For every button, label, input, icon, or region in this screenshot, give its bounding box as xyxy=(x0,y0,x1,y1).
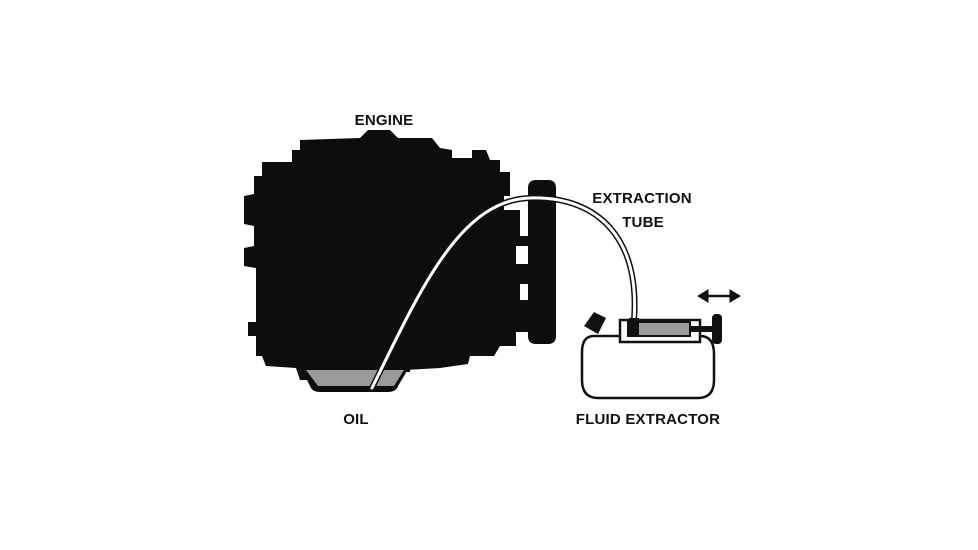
engine-label: ENGINE xyxy=(355,112,414,129)
fluid-extractor xyxy=(580,312,722,400)
oil-pan xyxy=(300,366,410,392)
oil-label: OIL xyxy=(343,411,369,428)
extraction-tube-label-line1: EXTRACTION xyxy=(592,190,692,207)
extraction-tube xyxy=(369,194,638,391)
fluid-extractor-label: FLUID EXTRACTOR xyxy=(576,411,720,428)
double-arrow-icon xyxy=(697,289,741,303)
extraction-tube-label-line2: TUBE xyxy=(622,214,664,231)
oil-level xyxy=(306,370,404,386)
engine-silhouette xyxy=(244,130,556,380)
